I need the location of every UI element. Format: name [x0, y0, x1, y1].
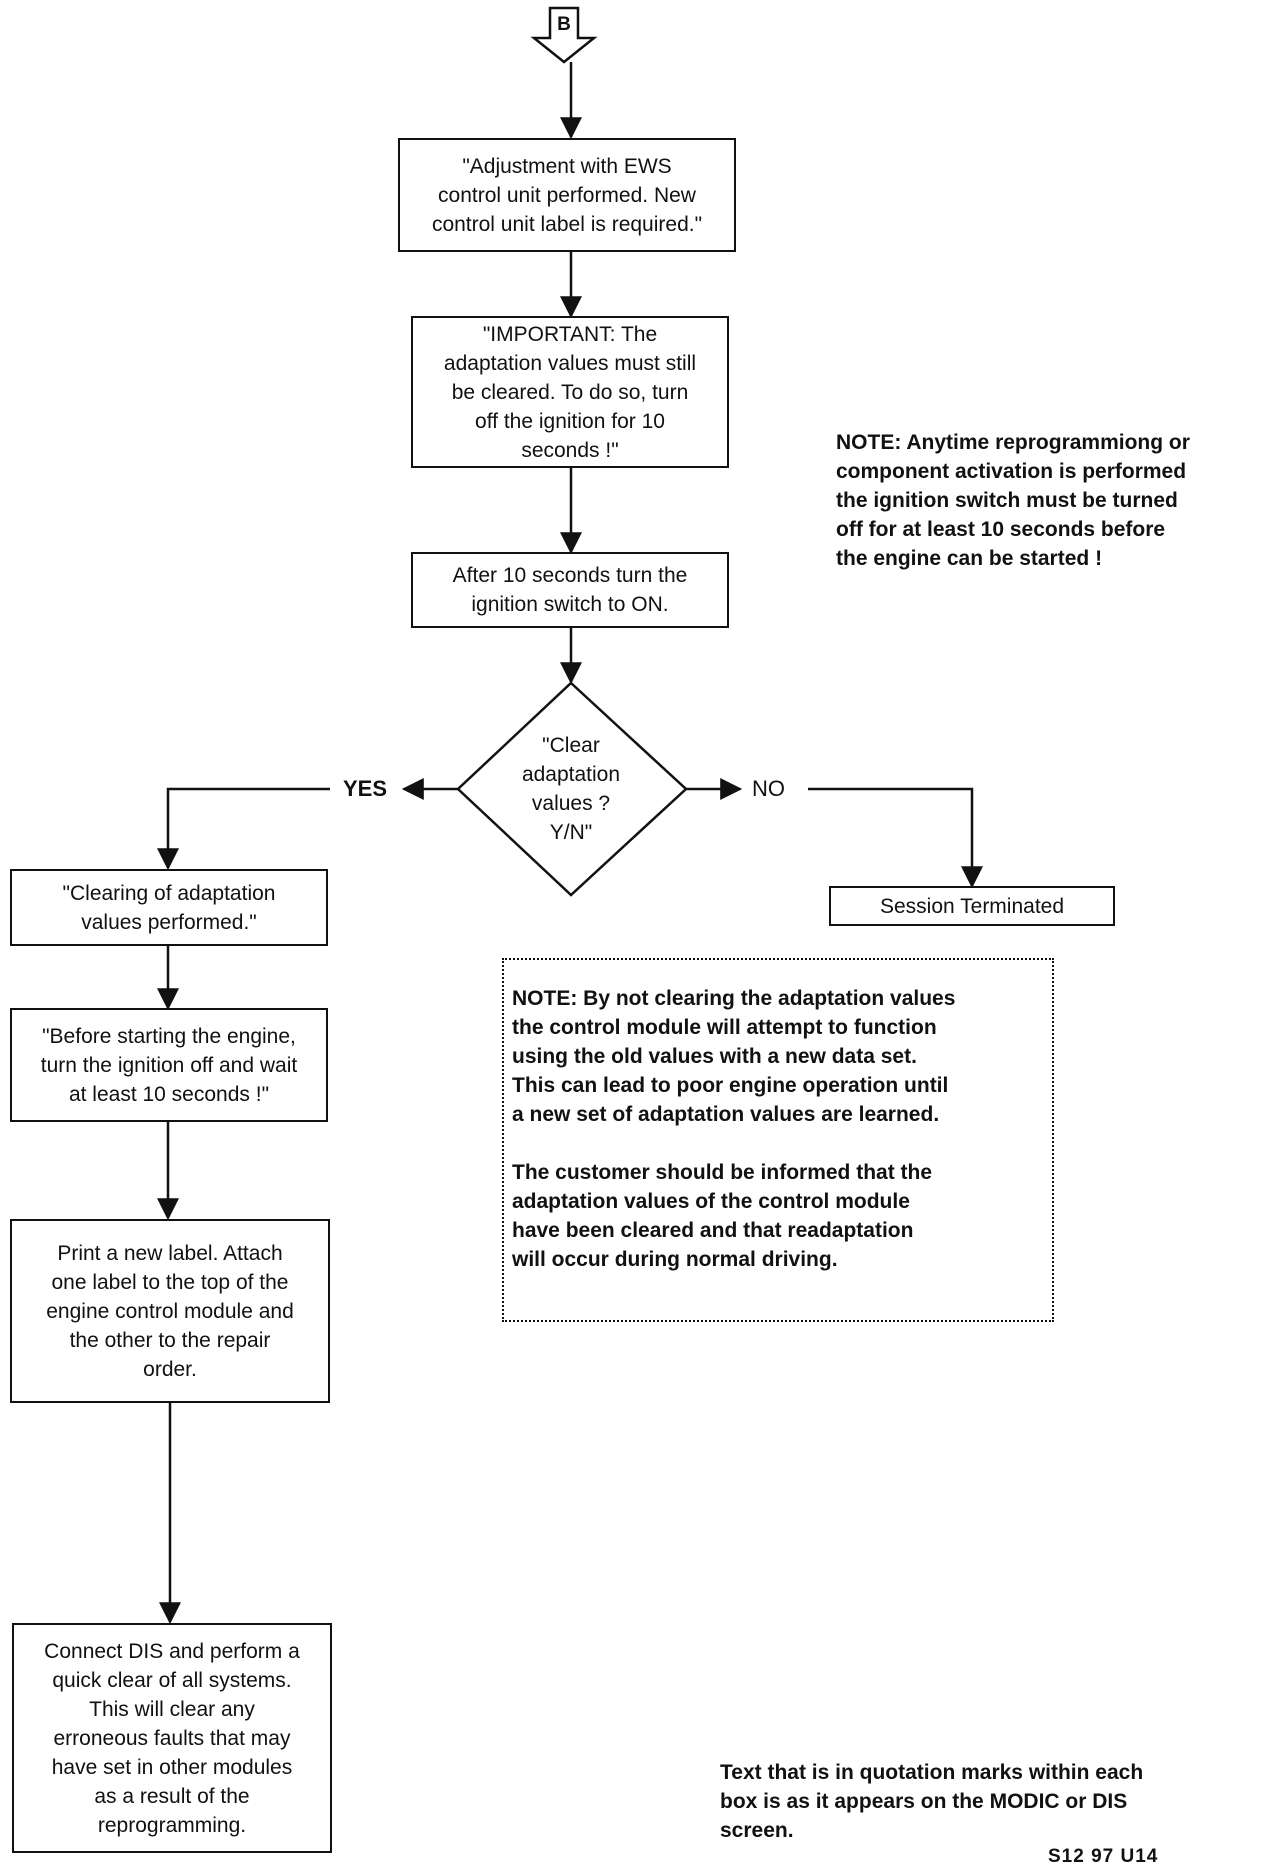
figure-reference: S12 97 U14 — [1048, 1846, 1159, 1867]
quotation-note: Text that is in quotation marks within e… — [720, 1761, 1144, 1842]
box-clearing-performed: "Clearing of adaptation values performed… — [10, 869, 328, 946]
box-after-10-seconds: After 10 seconds turn the ignition switc… — [411, 552, 729, 628]
box-session-terminated: Session Terminated — [829, 886, 1115, 926]
yes-label: YES — [343, 776, 388, 801]
box-adjustment-ews: "Adjustment with EWS control unit perfor… — [398, 138, 736, 252]
box-before-starting-text: "Before starting the engine, turn the ig… — [40, 1024, 298, 1106]
connector-letter: B — [557, 14, 571, 35]
box-clearing-text: "Clearing of adaptation values performed… — [62, 881, 276, 934]
adaptation-note-paragraph-2: The customer should be informed that the… — [512, 1161, 933, 1271]
line-no-to-session — [808, 787, 983, 889]
box-adjustment-text: "Adjustment with EWS control unit perfor… — [431, 154, 703, 236]
box-important-text: "IMPORTANT: The adaptation values must s… — [443, 322, 697, 462]
box-after10-text: After 10 seconds turn the ignition switc… — [452, 564, 688, 616]
box-connect-dis: Connect DIS and perform a quick clear of… — [12, 1623, 332, 1853]
decision-question: "Clear adaptation values ? Y/N" — [521, 734, 621, 844]
box-connect-dis-text: Connect DIS and perform a quick clear of… — [44, 1639, 300, 1837]
box-print-label-text: Print a new label. Attach one label to t… — [46, 1241, 294, 1381]
box-before-starting: "Before starting the engine, turn the ig… — [10, 1008, 328, 1122]
line-yes-to-clearing — [157, 787, 330, 871]
ignition-note: NOTE: Anytime reprogrammiong or componen… — [836, 431, 1190, 570]
adaptation-note-paragraph-1: NOTE: By not clearing the adaptation val… — [512, 987, 956, 1126]
session-terminated-text: Session Terminated — [879, 894, 1065, 918]
off-page-connector-b — [530, 6, 598, 64]
box-print-label: Print a new label. Attach one label to t… — [10, 1219, 330, 1403]
no-label: NO — [752, 776, 785, 801]
decision-diamond — [456, 681, 688, 897]
box-important: "IMPORTANT: The adaptation values must s… — [411, 316, 729, 468]
adaptation-note-box — [502, 958, 1054, 1322]
